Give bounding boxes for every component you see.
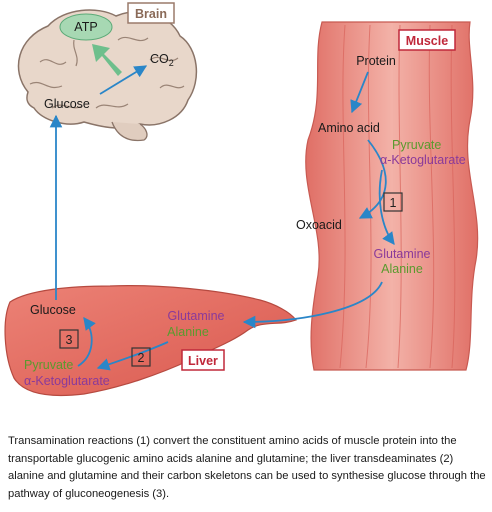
protein-label: Protein	[356, 54, 396, 68]
liver-ketoglutarate-label: α-Ketoglutarate	[24, 374, 110, 388]
muscle-fibers	[339, 24, 456, 369]
atp-arrow	[92, 44, 122, 76]
step-3-label: 3	[66, 333, 73, 347]
brain	[17, 9, 198, 142]
muscle-pyruvate-label: Pyruvate	[392, 138, 441, 152]
step-1-box: 1	[383, 192, 403, 212]
step-2-box: 2	[131, 347, 151, 367]
arrow-protein-to-amino-acid	[350, 71, 369, 114]
liver-title: Liver	[188, 354, 218, 368]
figure-caption: Transamination reactions (1) convert the…	[8, 435, 486, 500]
arrow-liver-pyruvate-to-glucose	[77, 316, 96, 367]
muscle-title: Muscle	[406, 34, 448, 48]
liver-glucose-label: Glucose	[30, 303, 76, 317]
step-3-box: 3	[59, 329, 79, 349]
muscle-ketoglutarate-label: α-Ketoglutarate	[380, 153, 466, 167]
co2-label: CO2	[150, 52, 174, 68]
muscle	[305, 21, 479, 371]
arrows	[49, 65, 395, 371]
step-1-label: 1	[390, 196, 397, 210]
arrow-muscle-to-liver	[242, 281, 383, 329]
arrow-pyruvate-to-glutamine	[378, 169, 395, 246]
brain-glucose-label: Glucose	[44, 97, 90, 111]
muscle-title-box: Muscle	[398, 29, 456, 51]
brainstem	[111, 121, 148, 142]
liver-title-box: Liver	[181, 349, 225, 371]
liver-shape	[4, 285, 297, 397]
liver-alanine-label: Alanine	[167, 325, 209, 339]
step-2-label: 2	[138, 351, 145, 365]
arrow-brain-glucose-to-co2	[99, 65, 148, 95]
brain-title-box: Brain	[127, 2, 175, 24]
brain-title: Brain	[135, 7, 167, 21]
muscle-shape	[305, 21, 479, 371]
amino-acid-label: Amino acid	[318, 121, 380, 135]
atp-bubble	[59, 13, 113, 41]
arrow-amino-acid-to-oxoacid	[358, 139, 387, 219]
liver-pyruvate-label: Pyruvate	[24, 358, 73, 372]
brain-folds	[29, 36, 185, 109]
liver	[4, 285, 297, 397]
arrow-liver-alanine-to-ketoglutarate	[96, 341, 169, 371]
oxoacid-label: Oxoacid	[296, 218, 342, 232]
atp-label: ATP	[74, 20, 97, 34]
muscle-glutamine-label: Glutamine	[374, 247, 431, 261]
muscle-alanine-label: Alanine	[381, 262, 423, 276]
liver-glutamine-label: Glutamine	[168, 309, 225, 323]
metabolism-diagram: Brain Muscle Liver 1 2 3 ATP CO2 Glucose…	[4, 2, 479, 397]
